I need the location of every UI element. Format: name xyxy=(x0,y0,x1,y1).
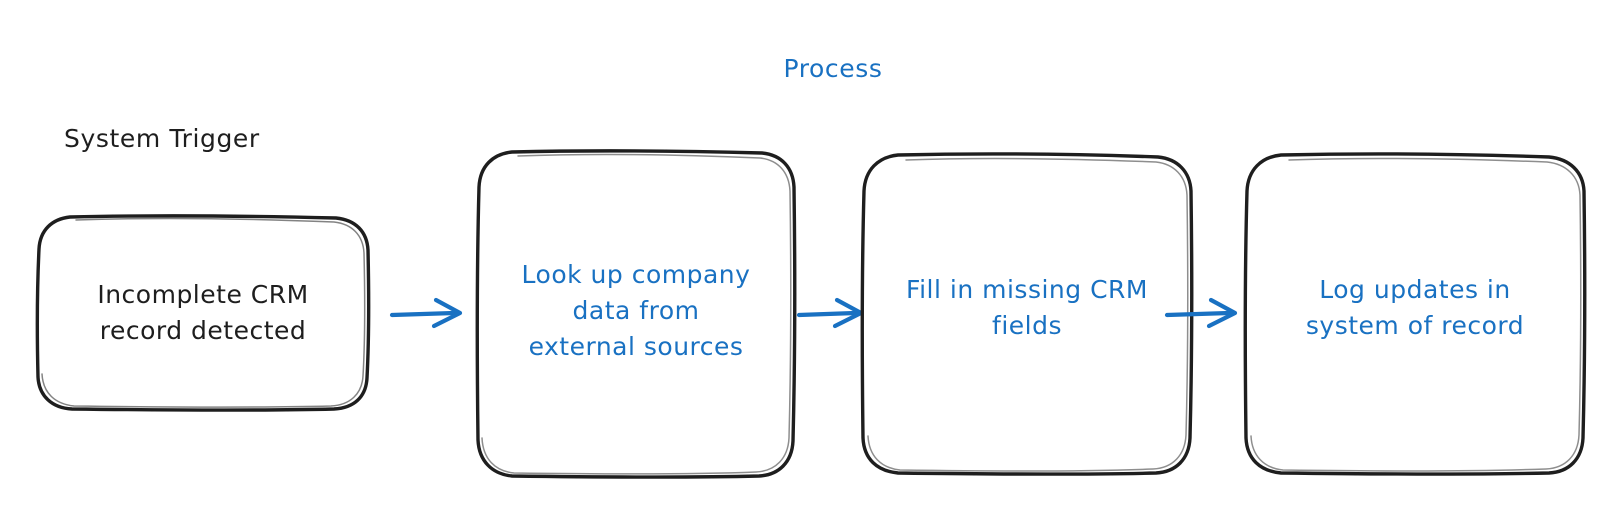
flow-node-label: Look up company data from external sourc… xyxy=(521,259,751,361)
group-title-process: Process xyxy=(783,54,883,83)
flow-node-fill-in-missing-crm-fields[interactable]: Fill in missing CRM fields xyxy=(860,152,1194,476)
flow-arrow-node2-to-node3 xyxy=(1164,297,1238,329)
flow-node-log-updates-in-system-of-record[interactable]: Log updates in system of record xyxy=(1243,152,1587,476)
flow-node-label: Incomplete CRM record detected xyxy=(97,280,309,345)
flow-node-label: Fill in missing CRM fields xyxy=(906,274,1148,340)
flow-node-look-up-company-data[interactable]: Look up company data from external sourc… xyxy=(475,149,797,479)
flow-node-label: Log updates in system of record xyxy=(1305,274,1525,340)
flow-arrow-node0-to-node1 xyxy=(389,297,463,329)
group-title-system-trigger: System Trigger xyxy=(64,124,260,153)
flow-node-incomplete-crm-record-detected[interactable]: Incomplete CRM record detected xyxy=(35,214,371,412)
